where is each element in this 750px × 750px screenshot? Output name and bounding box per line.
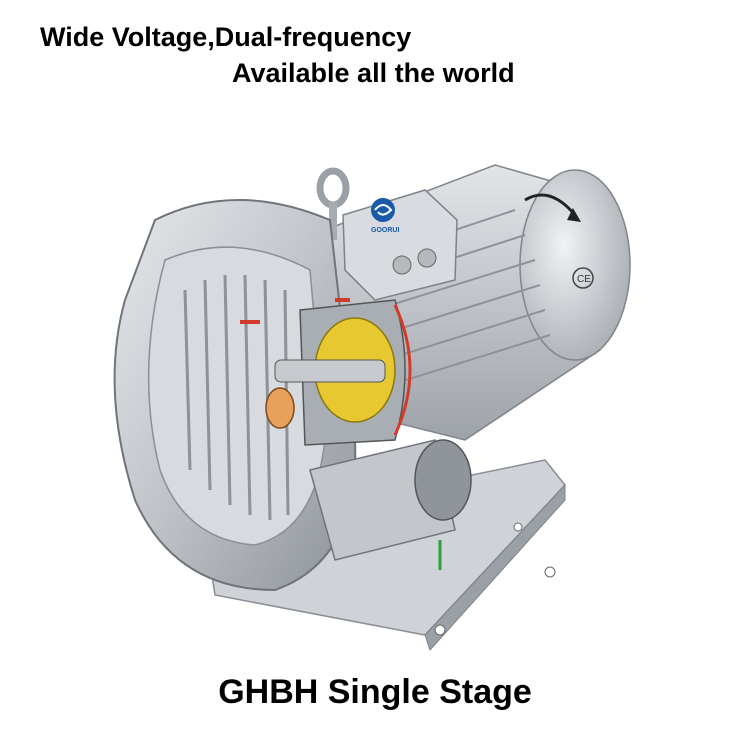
outlet-pipe — [309, 439, 472, 570]
terminal-box — [342, 189, 458, 301]
headline-availability: Available all the world — [232, 58, 515, 88]
brand-logo: GOORUI — [371, 198, 399, 234]
product-caption: GHBH Single Stage — [218, 673, 532, 711]
svg-text:CE: CE — [577, 274, 591, 285]
lifting-eye-bolt — [316, 167, 350, 240]
headline-voltage: Wide Voltage,Dual-frequency — [40, 22, 412, 52]
cutaway-interior — [240, 298, 412, 446]
blower-housing — [113, 199, 357, 592]
blower-cutaway-illustration: CE GOORUI — [113, 164, 631, 651]
brand-logo-text: GOORUI — [371, 227, 399, 234]
